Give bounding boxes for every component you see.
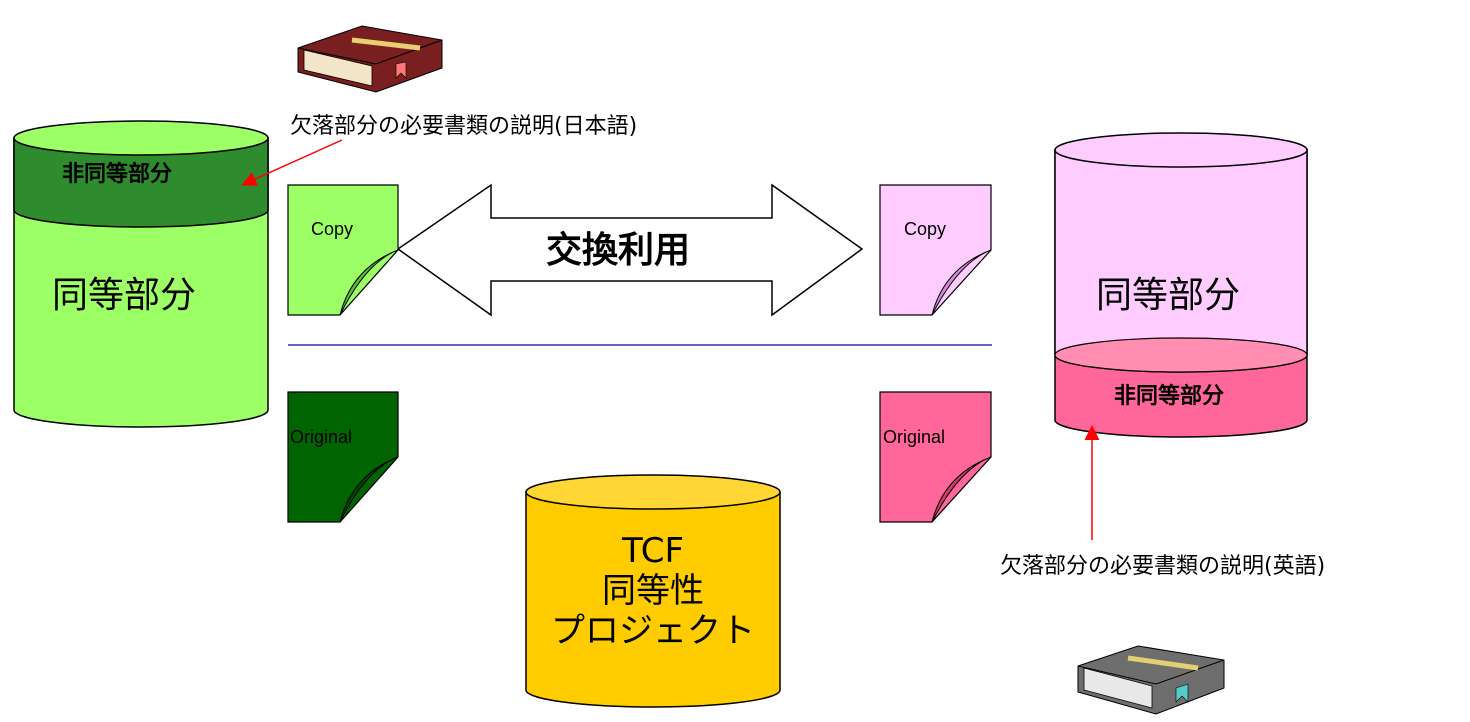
left-database (13, 120, 269, 428)
right-note: 欠落部分の必要書類の説明(英語) (1000, 554, 1326, 579)
tcf-label-line3: プロジェクト (551, 611, 755, 652)
exchange-label: 交換利用 (546, 230, 691, 271)
tcf-label-line2: 同等性 (602, 571, 704, 612)
tcf-label-line1: TCF (621, 531, 685, 571)
right-original-doc (879, 391, 992, 523)
right-copy-doc (879, 184, 992, 316)
tcf-label: TCF 同等性 プロジェクト (526, 531, 780, 651)
book-red-icon (297, 25, 443, 93)
right-bottom-label: 非同等部分 (1114, 384, 1225, 409)
right-database (1054, 132, 1308, 438)
left-copy-label: Copy (311, 219, 354, 239)
left-pointer-arrow (241, 139, 343, 186)
left-original-doc (287, 391, 399, 523)
left-top-label: 非同等部分 (62, 162, 173, 187)
right-copy-label: Copy (904, 219, 947, 239)
right-body-label: 同等部分 (1096, 275, 1241, 316)
tcf-database (525, 474, 781, 708)
left-copy-doc (287, 184, 399, 316)
right-original-label: Original (883, 427, 946, 447)
left-body-label: 同等部分 (52, 275, 197, 316)
left-original-label: Original (290, 427, 353, 447)
exchange-double-arrow (396, 183, 864, 317)
left-note: 欠落部分の必要書類の説明(日本語) (290, 114, 638, 139)
book-gray-icon (1077, 645, 1225, 715)
